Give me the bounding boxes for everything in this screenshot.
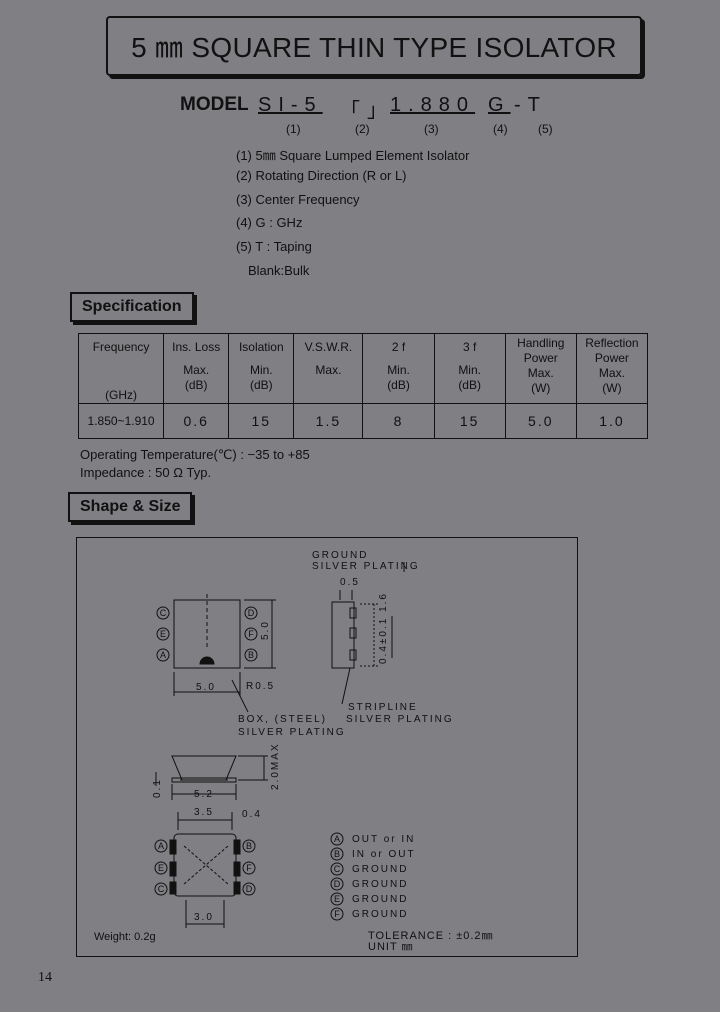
table-cell: 1.0	[575, 403, 649, 439]
page-number: 14	[38, 970, 52, 985]
pin-label: C	[160, 608, 167, 618]
silver-plating-label: SILVER PLATING	[312, 561, 420, 572]
legend-item-6: Blank:Bulk	[248, 263, 310, 278]
r-0-5: R0.5	[246, 681, 275, 692]
pin-label: E	[160, 629, 166, 639]
drawing-frame	[76, 537, 578, 957]
dim-5-0-vertical: 5.0	[260, 620, 271, 640]
pin-desc: OUT or IN	[352, 834, 415, 845]
index-2: (2)	[355, 122, 370, 136]
shape-size-heading: Shape & Size	[68, 492, 193, 522]
stripline-silver-label: SILVER PLATING	[346, 714, 454, 725]
dim-0-1: 0.1	[152, 778, 163, 798]
pin-desc: GROUND	[352, 909, 408, 920]
legend-pin: B	[334, 849, 340, 859]
legend-pin: F	[334, 909, 340, 919]
index-5: (5)	[538, 122, 553, 136]
pin-desc: GROUND	[352, 864, 408, 875]
table-cell: 15	[228, 403, 295, 439]
pin-desc: GROUND	[352, 894, 408, 905]
legend-item-2: (2) Rotating Direction (R or L)	[236, 168, 407, 183]
pin-desc: IN or OUT	[352, 849, 416, 860]
model-code-4: G	[488, 94, 511, 116]
legend-pin: C	[334, 864, 341, 874]
legend-item-4: (4) G : GHz	[236, 215, 303, 230]
table-cell: 1.850~1.910	[77, 403, 165, 439]
table-row: 1.850~1.910 0.6 15 1.5 8 15 5.0 1.0	[77, 403, 649, 439]
model-code-1: SI-5	[258, 94, 323, 116]
page-title: 5 ㎜ SQUARE THIN TYPE ISOLATOR	[106, 16, 642, 76]
legend-item-1: (1) 5㎜ Square Lumped Element Isolator	[236, 148, 470, 163]
stripline-label: STRIPLINE	[348, 702, 418, 713]
pin-label: D	[248, 608, 255, 618]
dim-2-0-max: 2.0MAX	[270, 742, 281, 790]
model-row: MODEL SI-5 「」 1.880 G -T	[180, 94, 600, 122]
specification-heading: Specification	[70, 292, 194, 322]
header-cell: V.S.W.R.Max.	[293, 333, 364, 404]
dim-5-2: 5.2	[194, 789, 214, 800]
dim-3-0: 3.0	[194, 912, 214, 923]
pin-label: F	[246, 863, 252, 873]
ground-label: GROUND	[312, 550, 368, 561]
dim-side-stack: 0.4±0.1 1.6	[378, 592, 389, 664]
pin-label: F	[248, 629, 254, 639]
impedance: Impedance : 50 Ω Typ.	[80, 465, 212, 480]
dim-3-5: 3.5	[194, 807, 214, 818]
pin-desc: GROUND	[352, 879, 408, 890]
tolerance-label: TOLERANCE : ±0.2㎜	[368, 930, 494, 942]
pin-label: B	[248, 650, 254, 660]
legend-item-5: (5) T : Taping	[236, 239, 312, 254]
legend-pin: D	[334, 879, 341, 889]
box-silver-label: SILVER PLATING	[238, 727, 346, 738]
index-1: (1)	[286, 122, 301, 136]
header-cell: Frequency(GHz)	[77, 333, 165, 404]
model-code-2: 「」	[340, 100, 394, 122]
pin-label: A	[158, 841, 164, 851]
index-3: (3)	[424, 122, 439, 136]
pin-label: C	[158, 884, 165, 894]
dim-0-4: 0.4	[242, 809, 262, 820]
unit-label: UNIT ㎜	[368, 941, 414, 953]
model-code-3: 1.880	[390, 94, 476, 116]
legend-pin: A	[334, 834, 340, 844]
index-4: (4)	[493, 122, 508, 136]
table-cell: 5.0	[504, 403, 577, 439]
legend-pin: E	[334, 894, 340, 904]
pin-label: E	[158, 863, 164, 873]
table-cell: 8	[362, 403, 435, 439]
model-label: MODEL	[180, 94, 249, 115]
box-steel-label: BOX, (STEEL)	[238, 714, 327, 725]
table-cell: 0.6	[163, 403, 230, 439]
dim-0-5: 0.5	[340, 577, 360, 588]
pin-label: A	[160, 650, 166, 660]
top-view-body	[173, 599, 241, 669]
legend-item-3: (3) Center Frequency	[236, 192, 360, 207]
pin-label: D	[246, 884, 253, 894]
table-cell: 1.5	[293, 403, 364, 439]
operating-temperature: Operating Temperature(℃) : −35 to +85	[80, 447, 310, 462]
weight-label: Weight: 0.2g	[94, 931, 156, 943]
pin-label: B	[246, 841, 252, 851]
table-cell: 15	[433, 403, 506, 439]
dim-5-0-horizontal: 5.0	[196, 682, 216, 693]
model-code-5: -T	[514, 94, 547, 116]
